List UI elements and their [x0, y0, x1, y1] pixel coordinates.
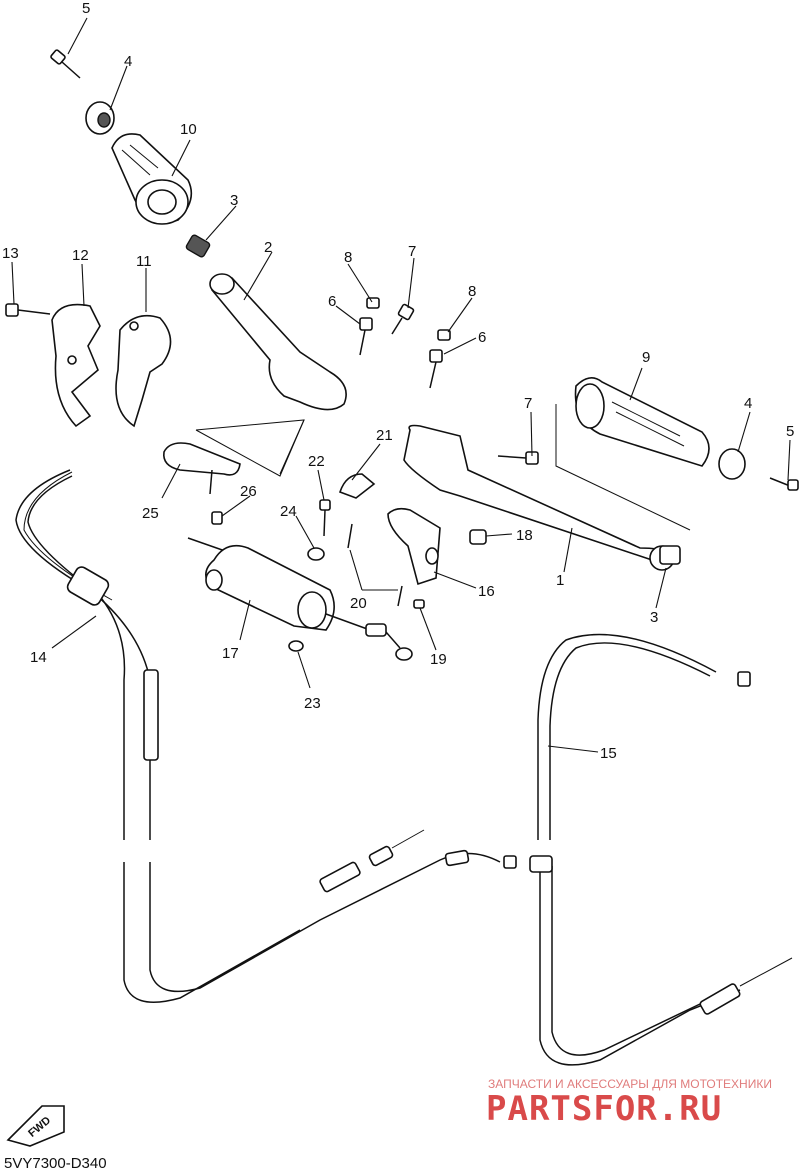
cable-clutch-15 — [529, 633, 793, 1066]
part-nut-8-b — [437, 329, 451, 341]
callout-8-b: 8 — [468, 283, 476, 300]
diagram-code: 5VY7300-D340 — [4, 1155, 107, 1172]
callout-14: 14 — [30, 649, 47, 666]
part-bolt-7-a — [391, 303, 415, 335]
callout-3-right: 3 — [650, 609, 658, 626]
part-bolt-6-b — [429, 349, 443, 389]
part-nut-8-a — [366, 297, 380, 309]
watermark-tagline: ЗАПЧАСТИ И АКСЕССУАРЫ ДЛЯ МОТОТЕХНИКИ — [488, 1077, 772, 1091]
fwd-arrow-icon: FWD — [6, 1105, 65, 1147]
group-outline-right — [555, 404, 691, 531]
part-washer-23 — [288, 640, 304, 652]
part-end-3-left — [185, 234, 211, 258]
part-cover-11 — [115, 314, 172, 428]
callout-6-b: 6 — [478, 329, 486, 346]
part-grip-10 — [111, 133, 193, 225]
part-bolt-6-a — [359, 317, 373, 356]
cable-throttle-14 — [15, 469, 517, 1003]
part-clamp-25 — [163, 442, 241, 495]
callout-17: 17 — [222, 645, 239, 662]
part-bracket-12 — [51, 303, 101, 428]
callout-23: 23 — [304, 695, 321, 712]
part-bracket-16 — [387, 507, 441, 586]
part-bolt-20-a — [347, 523, 353, 549]
callout-9: 9 — [642, 349, 650, 366]
callout-16: 16 — [478, 583, 495, 600]
part-bolt-26 — [211, 511, 223, 525]
part-bolt-13 — [5, 303, 51, 317]
part-bracket-21 — [338, 473, 376, 499]
callout-5-left: 5 — [82, 0, 90, 17]
callout-21: 21 — [376, 427, 393, 444]
watermark-brand: PARTSFOR.RU — [486, 1089, 722, 1129]
callout-7-b: 7 — [524, 395, 532, 412]
part-damper-17 — [187, 537, 413, 661]
callout-5-right: 5 — [786, 423, 794, 440]
part-washer-24 — [307, 547, 325, 561]
leader-lines — [11, 17, 791, 753]
callout-7-a: 7 — [408, 243, 416, 260]
part-grip-9 — [574, 377, 710, 467]
part-bolt-22 — [319, 499, 331, 537]
callout-4-left: 4 — [124, 53, 132, 70]
part-clip-19 — [413, 599, 425, 609]
callout-12: 12 — [72, 247, 89, 264]
callout-24: 24 — [280, 503, 297, 520]
callout-10: 10 — [180, 121, 197, 138]
callout-1: 1 — [556, 572, 564, 589]
callout-19: 19 — [430, 651, 447, 668]
part-bolt-20-b — [397, 585, 403, 607]
callout-6-a: 6 — [328, 293, 336, 310]
callout-18: 18 — [516, 527, 533, 544]
part-bolt-5-right — [769, 477, 799, 491]
callout-8-a: 8 — [344, 249, 352, 266]
part-end-3-right — [659, 545, 681, 565]
part-handlebar-2 — [209, 273, 347, 411]
part-bolt-5-left — [50, 49, 81, 79]
callout-13: 13 — [2, 245, 19, 262]
callout-26: 26 — [240, 483, 257, 500]
part-weight-4-left — [85, 101, 115, 135]
callout-2: 2 — [264, 239, 272, 256]
part-weight-4-right — [718, 448, 746, 480]
part-handlebar-1 — [403, 424, 675, 571]
callout-20: 20 — [350, 595, 367, 612]
callout-3-left: 3 — [230, 192, 238, 209]
callout-4-right: 4 — [744, 395, 752, 412]
callout-25: 25 — [142, 505, 159, 522]
callout-15: 15 — [600, 745, 617, 762]
callout-22: 22 — [308, 453, 325, 470]
callout-11: 11 — [136, 253, 152, 270]
part-nut-18 — [469, 529, 487, 545]
